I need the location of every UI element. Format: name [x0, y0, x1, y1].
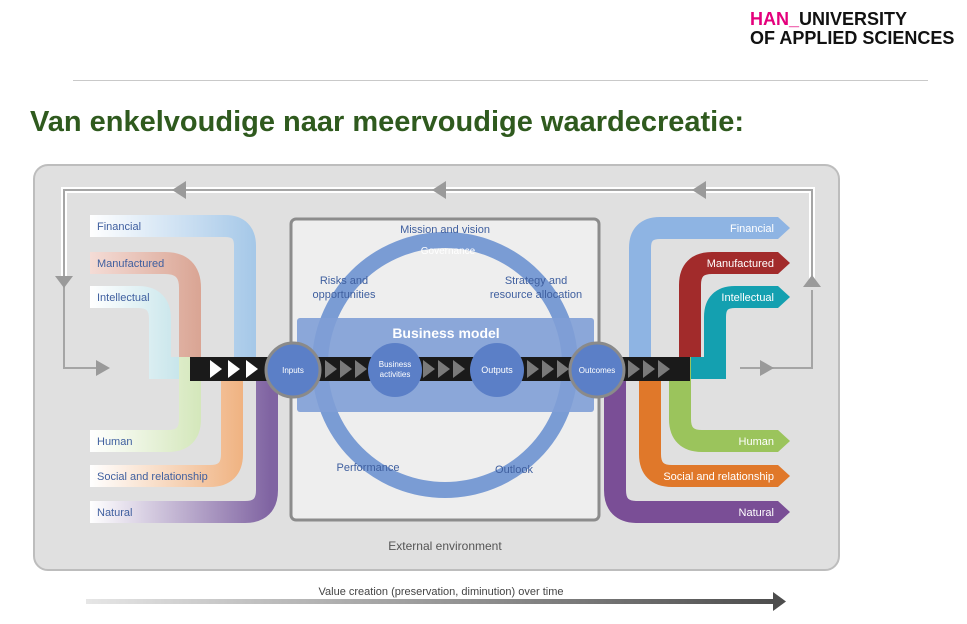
label-outputs: Outputs — [481, 365, 513, 375]
label-mission: Mission and vision — [400, 224, 490, 236]
label-in-intellectual: Intellectual — [97, 292, 150, 304]
label-activities-2: activities — [380, 370, 411, 379]
chevron — [423, 360, 435, 378]
label-external-environment: External environment — [388, 539, 502, 553]
logo-prefix: HAN_ — [750, 9, 800, 29]
timeline-arrow — [773, 592, 786, 611]
label-in-natural: Natural — [97, 507, 132, 519]
outputs-node — [470, 343, 524, 397]
feedback-loop-in — [63, 285, 100, 369]
timeline-bar — [86, 599, 776, 604]
chevron — [325, 360, 337, 378]
label-out-intellectual: Intellectual — [721, 292, 774, 304]
input-band-human — [90, 357, 270, 452]
chevron — [228, 360, 240, 378]
label-in-human: Human — [97, 436, 132, 448]
label-timeline: Value creation (preservation, diminution… — [319, 586, 564, 598]
outcomes-node — [568, 341, 626, 399]
label-governance: Governance — [421, 246, 476, 257]
output-band-human — [620, 357, 778, 452]
loop-arrow-2 — [432, 181, 446, 199]
output-arrow-social — [778, 465, 790, 487]
loop-arrow-1 — [172, 181, 186, 199]
output-arrow-financial — [778, 217, 790, 239]
loop-arrow-up — [803, 275, 821, 287]
output-band-intellectual — [620, 286, 778, 379]
chevron — [246, 360, 258, 378]
inputs-node — [264, 341, 322, 399]
logo-line2: OF APPLIED SCIENCES — [750, 28, 955, 48]
label-in-social: Social and relationship — [97, 471, 208, 483]
label-strategy-2: resource allocation — [490, 289, 582, 301]
output-band-social — [620, 357, 778, 487]
chevron — [453, 360, 465, 378]
label-out-natural: Natural — [739, 507, 774, 519]
input-band-manufactured — [90, 252, 270, 379]
chevron — [643, 360, 655, 378]
label-outlook: Outlook — [495, 464, 533, 476]
output-arrow-human — [778, 430, 790, 452]
loop-arrow-3 — [692, 181, 706, 199]
business-activities-node — [368, 343, 422, 397]
input-band-intellectual — [90, 286, 270, 379]
label-out-manufactured: Manufactured — [707, 258, 774, 270]
han-logo: HAN_UNIVERSITY OF APPLIED SCIENCES — [750, 10, 954, 48]
chevron — [210, 360, 222, 378]
output-band-financial — [620, 217, 778, 379]
label-out-social: Social and relationship — [663, 471, 774, 483]
label-outcomes: Outcomes — [579, 366, 615, 375]
page-title: Van enkelvoudige naar meervoudige waarde… — [30, 106, 745, 138]
label-business-model: Business model — [392, 325, 499, 341]
chevron — [527, 360, 539, 378]
label-inputs: Inputs — [282, 366, 304, 375]
output-band-manufactured — [620, 252, 778, 379]
header-divider — [73, 80, 928, 81]
label-strategy-1: Strategy and — [505, 275, 567, 287]
output-band-natural — [604, 357, 778, 523]
chevron — [340, 360, 352, 378]
label-activities-1: Business — [379, 360, 411, 369]
label-out-human: Human — [739, 436, 774, 448]
loop-arrow-down — [55, 276, 73, 288]
input-band-financial — [90, 215, 270, 379]
loop-arrow-right-left — [96, 360, 110, 376]
loop-arrow-right-right — [760, 360, 774, 376]
chevron — [438, 360, 450, 378]
logo-line1: UNIVERSITY — [799, 9, 908, 29]
output-arrow-manufactured — [778, 252, 790, 274]
label-in-financial: Financial — [97, 221, 141, 233]
chevron — [658, 360, 670, 378]
chevron — [355, 360, 367, 378]
output-arrow-intellectual — [778, 286, 790, 308]
chevron — [557, 360, 569, 378]
chevron — [628, 360, 640, 378]
label-risks-1: Risks and — [320, 275, 368, 287]
label-out-financial: Financial — [730, 223, 774, 235]
label-performance: Performance — [337, 462, 400, 474]
output-arrow-natural — [778, 501, 790, 523]
input-band-natural — [90, 357, 278, 523]
label-risks-2: opportunities — [313, 289, 376, 301]
input-band-social — [90, 357, 270, 487]
chevron — [542, 360, 554, 378]
label-in-manufactured: Manufactured — [97, 258, 164, 270]
